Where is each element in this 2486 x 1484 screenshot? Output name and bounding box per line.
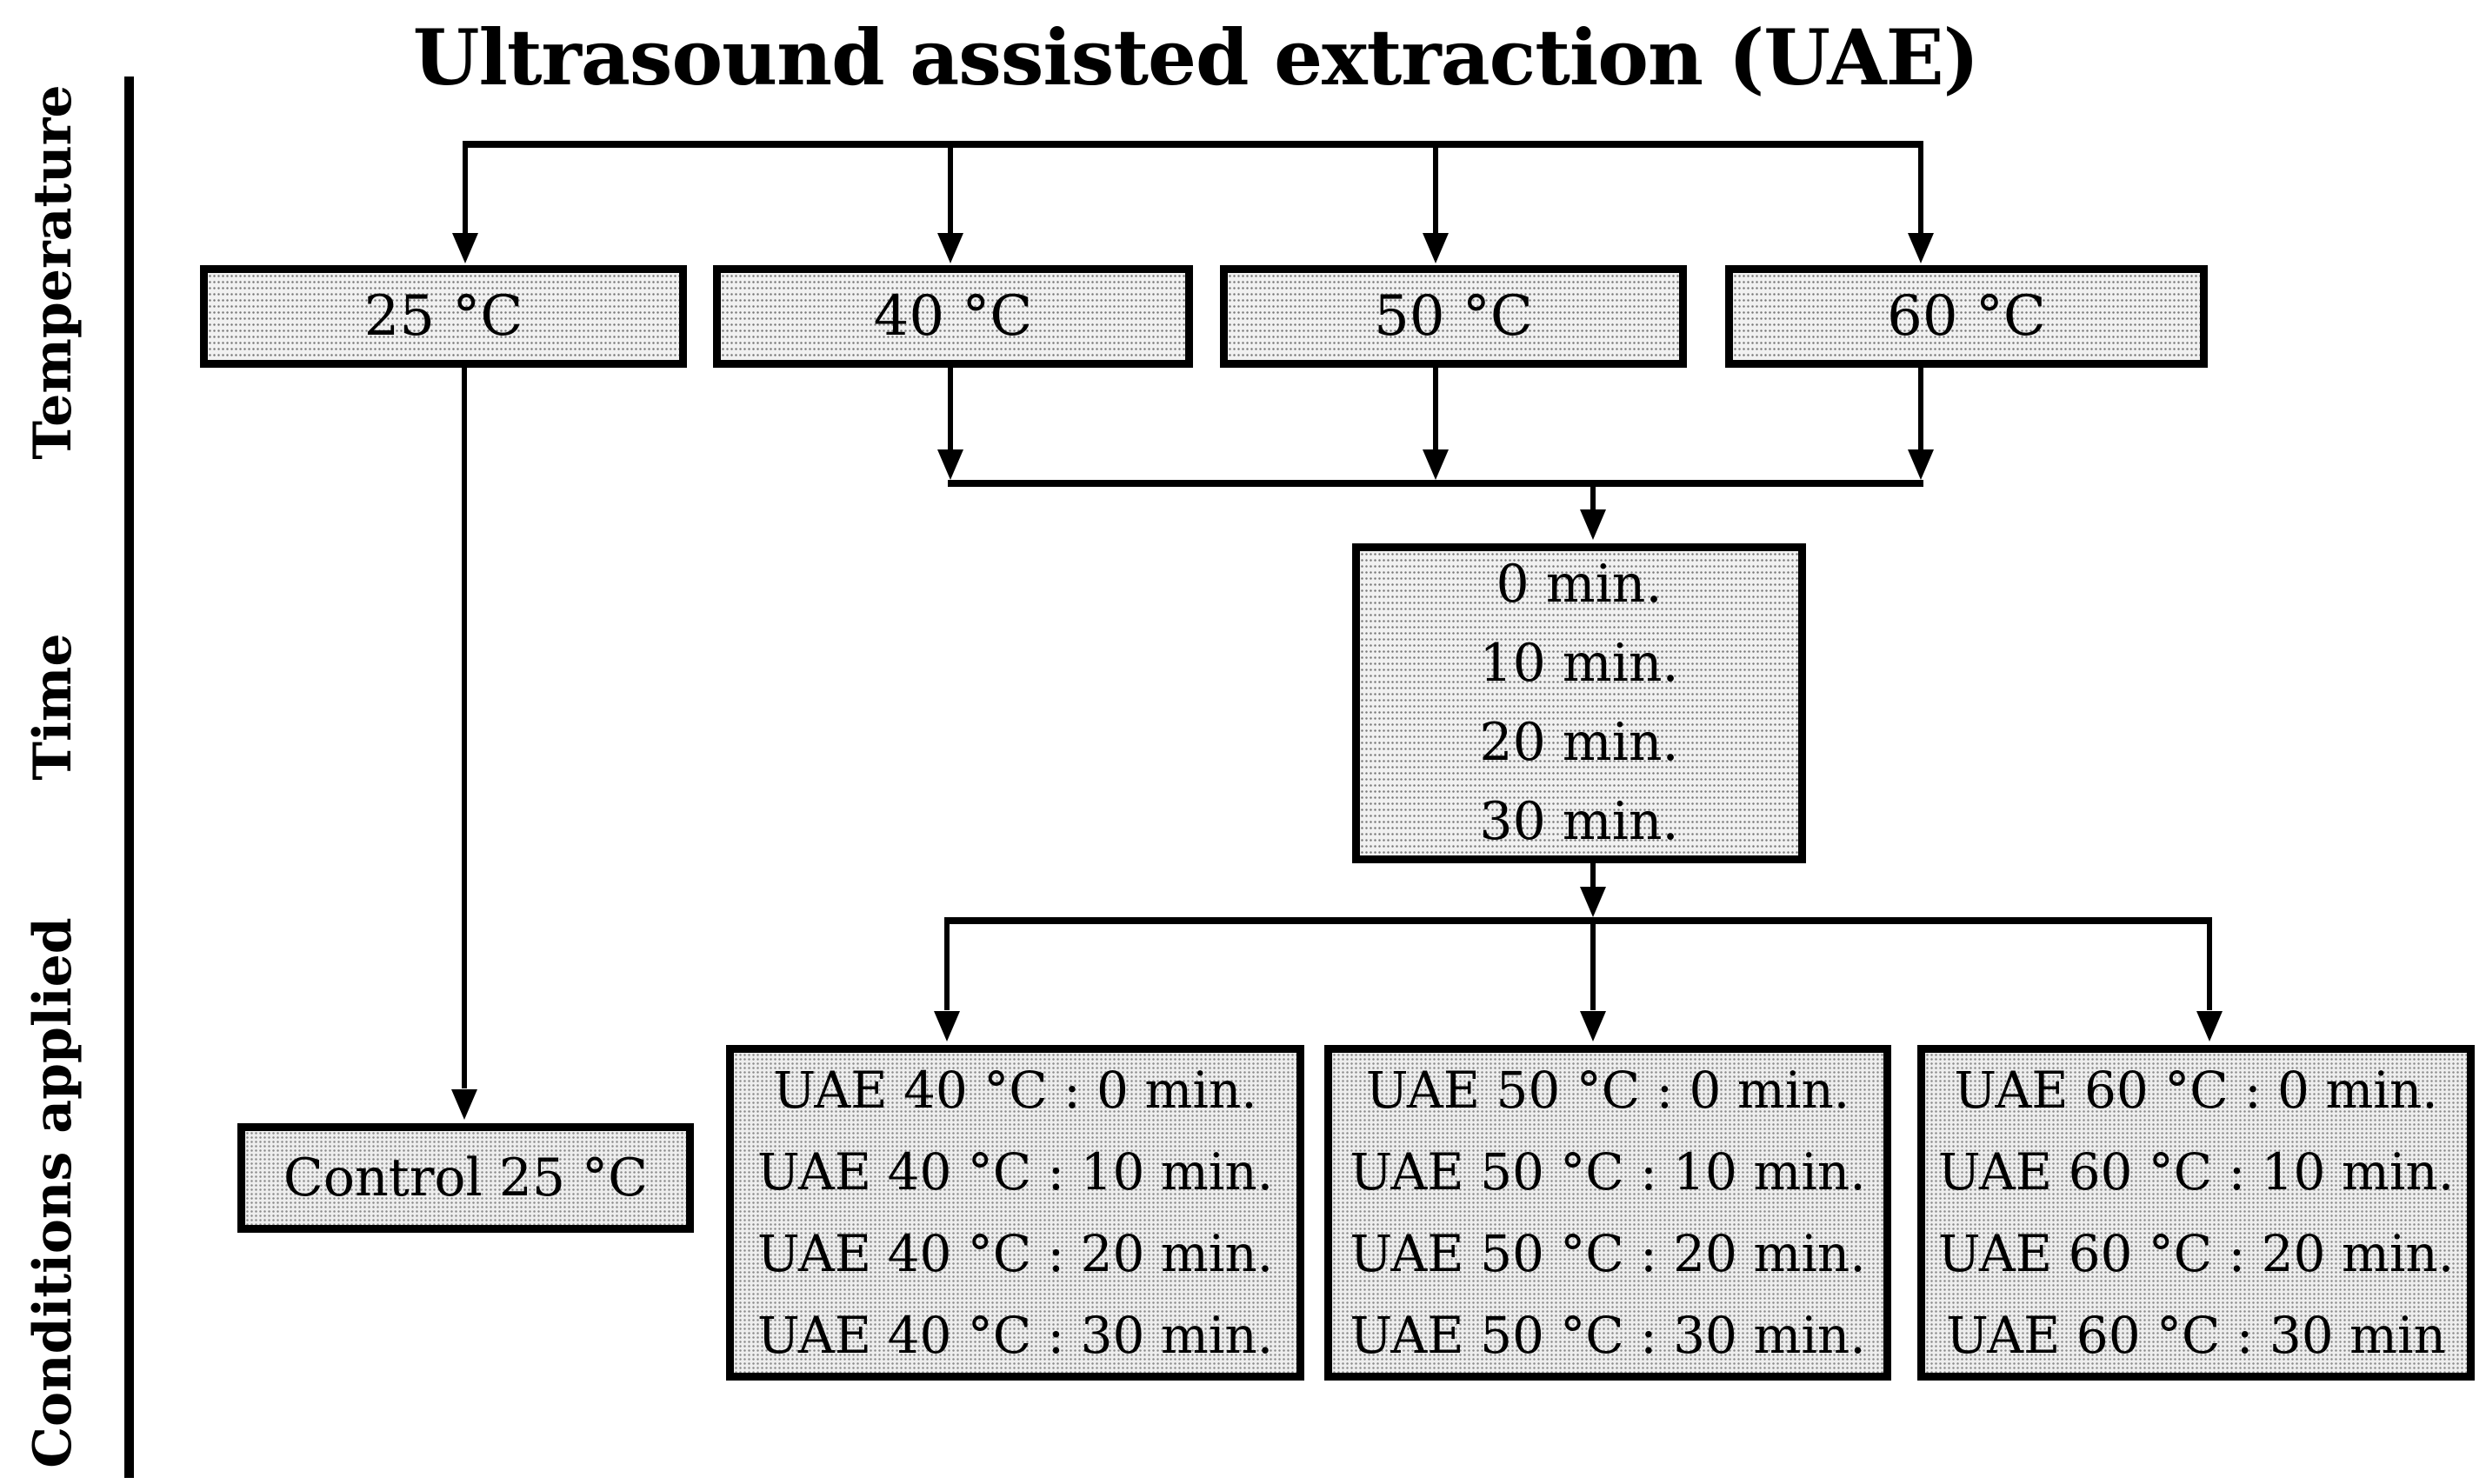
top-branch-line [452, 141, 1934, 263]
conditions-box-uae-40: UAE 40 °C : 0 min. UAE 40 °C : 10 min. U… [726, 1045, 1304, 1381]
row-label-conditions-applied: Conditions applied [23, 917, 83, 1468]
condition-line: UAE 40 °C : 20 min. [756, 1224, 1274, 1283]
time-line-10: 10 min. [1479, 633, 1679, 694]
temperature-box-25c: 25 °C [200, 265, 687, 368]
time-line-30: 30 min. [1479, 791, 1679, 852]
temperature-box-40c-label: 40 °C [873, 284, 1033, 349]
conditions-box-uae-60: UAE 60 °C : 0 min. UAE 60 °C : 10 min. U… [1917, 1045, 2475, 1381]
condition-line: UAE 60 °C : 30 min [1946, 1306, 2446, 1365]
control-arrow [451, 368, 477, 1120]
lower-junction [934, 863, 2223, 1041]
time-line-0: 0 min. [1496, 554, 1663, 615]
temperature-box-60c-label: 60 °C [1887, 284, 2046, 349]
axis-bar [124, 77, 134, 1478]
condition-line: UAE 60 °C : 10 min. [1937, 1142, 2455, 1201]
temperature-box-50c: 50 °C [1220, 265, 1687, 368]
control-box: Control 25 °C [237, 1123, 694, 1233]
mid-junction [937, 368, 1934, 540]
condition-line: UAE 60 °C : 0 min. [1954, 1061, 2438, 1120]
condition-line: UAE 50 °C : 0 min. [1365, 1061, 1850, 1120]
condition-line: UAE 50 °C : 20 min. [1350, 1224, 1866, 1283]
condition-line: UAE 40 °C : 10 min. [756, 1142, 1274, 1201]
conditions-box-uae-50: UAE 50 °C : 0 min. UAE 50 °C : 10 min. U… [1324, 1045, 1891, 1381]
temperature-box-60c: 60 °C [1725, 265, 2208, 368]
time-box: 0 min. 10 min. 20 min. 30 min. [1352, 543, 1806, 863]
condition-line: UAE 50 °C : 10 min. [1350, 1142, 1866, 1201]
temperature-box-50c-label: 50 °C [1374, 284, 1533, 349]
temperature-box-25c-label: 25 °C [363, 284, 523, 349]
time-line-20: 20 min. [1479, 712, 1679, 773]
temperature-box-40c: 40 °C [713, 265, 1193, 368]
condition-line: UAE 60 °C : 20 min. [1937, 1224, 2455, 1283]
condition-line: UAE 40 °C : 30 min. [756, 1306, 1274, 1365]
control-box-label: Control 25 °C [283, 1148, 649, 1208]
condition-line: UAE 40 °C : 0 min. [773, 1061, 1257, 1120]
diagram-title: Ultrasound assisted extraction (UAE) [412, 12, 1980, 103]
condition-line: UAE 50 °C : 30 min. [1350, 1306, 1866, 1365]
